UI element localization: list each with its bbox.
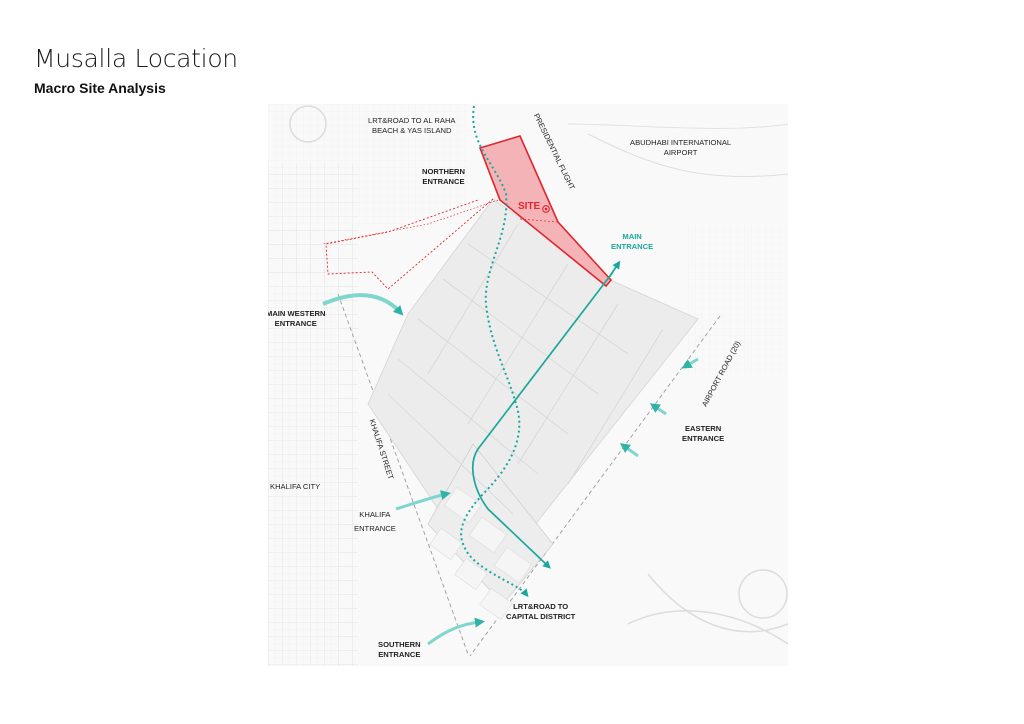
airport-label: ABUDHABI INTERNATIONAL AIRPORT [630, 138, 732, 157]
khalifa-street-line [337, 293, 469, 655]
airport-road-line [469, 315, 721, 657]
lrt-north-label: LRT&ROAD TO AL RAHA BEACH & YAS ISLAND [368, 116, 456, 135]
site-analysis-map: LRT&ROAD TO AL RAHA BEACH & YAS ISLAND P… [268, 104, 788, 666]
roundabout [738, 569, 788, 619]
main-western-entrance-label: MAIN WESTERN ENTRANCE [268, 309, 326, 328]
lrt-route [460, 105, 529, 598]
khalifa-city-label: KHALIFA CITY [270, 482, 321, 491]
khalifa-entrance-label: KHALIFA ENTRANCE [354, 510, 396, 533]
main-entrance-label: MAIN ENTRANCE [611, 232, 654, 251]
main-entrance-arrow [607, 260, 621, 280]
site-influence-boundary [322, 199, 499, 245]
airport-curves [567, 123, 788, 129]
eastern-entrance-arrow [619, 443, 639, 458]
building-blocks [429, 486, 533, 621]
khalifa-city-grid-fine [268, 284, 338, 666]
southern-entrance-label: SOUTHERN ENTRANCE [378, 640, 421, 659]
northern-entrance-label: NORTHERN ENTRANCE [422, 167, 466, 186]
internal-roads [387, 223, 664, 515]
site-marker [542, 205, 550, 213]
main-western-entrance-arrow [322, 293, 404, 316]
eastern-entrance-arrow [681, 357, 699, 369]
page-title: Musalla Location [34, 44, 238, 73]
khalifa-entrance-arrow [395, 490, 451, 511]
site-marker-dot [544, 207, 548, 211]
interchange [647, 573, 788, 633]
lrt-south-label: LRT&ROAD TO CAPITAL DISTRICT [506, 602, 576, 621]
main-road-route [471, 271, 614, 569]
southern-entrance-arrow [427, 617, 485, 646]
eastern-entrance-arrow [649, 403, 667, 416]
page-subtitle: Macro Site Analysis [34, 80, 166, 96]
east-grid [688, 224, 788, 374]
site-label: SITE [518, 201, 541, 212]
roundabout [289, 105, 327, 143]
north-west-grid [268, 104, 468, 224]
interchange [627, 610, 788, 645]
site-polygon [478, 135, 613, 288]
airport-curves [587, 133, 788, 178]
map-graphics [268, 104, 788, 666]
site-influence-boundary [325, 198, 494, 290]
eastern-entrance-label: EASTERN ENTRANCE [682, 424, 725, 443]
